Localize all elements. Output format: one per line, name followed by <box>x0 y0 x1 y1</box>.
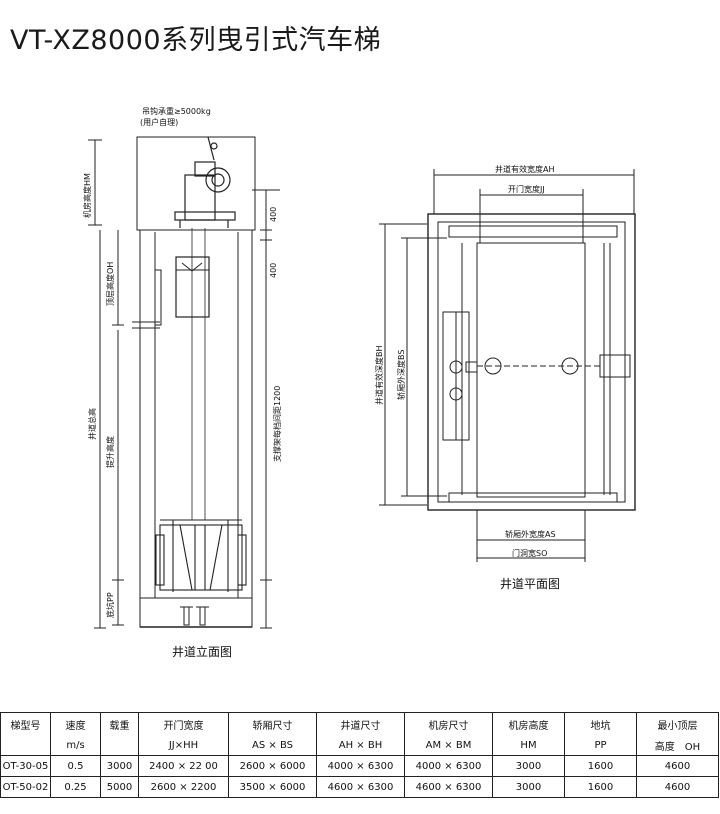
subheader-cell: HM <box>492 735 565 756</box>
plan-hoistway-outer <box>427 213 636 511</box>
label-hoistway-depth: 井道有效深度BH <box>374 345 384 405</box>
header-cell: 梯型号 <box>0 712 51 735</box>
hook-capacity-note: 吊钩承重≥5000kg <box>142 106 211 116</box>
table-cell: OT-30-05 <box>0 755 51 777</box>
subheader-cell: AM × BM <box>404 735 493 756</box>
spec-table: 梯型号 速度 载重 开门宽度 轿厢尺寸 井道尺寸 机房尺寸 机房高度 地坑 最小… <box>0 712 719 798</box>
subheader-cell <box>100 735 139 756</box>
table-cell: 4600 <box>636 776 719 798</box>
subheader-cell: AH × BH <box>316 735 405 756</box>
table-cell: 4600 <box>636 755 719 777</box>
subheader-cell: JJ×HH <box>138 735 229 756</box>
table-cell: 4600 × 6300 <box>316 776 405 798</box>
table-header-row: 梯型号 速度 载重 开门宽度 轿厢尺寸 井道尺寸 机房尺寸 机房高度 地坑 最小… <box>0 712 719 735</box>
table-cell: 4600 × 6300 <box>404 776 493 798</box>
page-title: VT-XZ8000系列曳引式汽车梯 <box>10 25 382 56</box>
table-cell: 3000 <box>492 755 565 777</box>
label-total-height: 井道总高 <box>87 408 97 440</box>
label-travel-height: 提升高度 <box>105 436 115 468</box>
machine-room <box>136 136 256 231</box>
label-pit-depth: 底坑PP <box>105 592 115 618</box>
table-cell: OT-50-02 <box>0 776 51 798</box>
table-cell: 5000 <box>100 776 139 798</box>
header-cell: 轿厢尺寸 <box>228 712 317 735</box>
table-cell: 2600 × 6000 <box>228 755 317 777</box>
label-dim-top: 400 <box>269 207 278 222</box>
table-cell: 2600 × 2200 <box>138 776 229 798</box>
table-row: OT-50-02 0.25 5000 2600 × 2200 3500 × 60… <box>0 776 719 798</box>
header-cell: 开门宽度 <box>138 712 229 735</box>
user-supplied-note: (用户自理) <box>140 117 178 127</box>
table-cell: 1600 <box>564 755 637 777</box>
elevation-labels: 吊钩承重≥5000kg (用户自理) 机房高度HM 顶层高度OH 井道总高 提升… <box>82 106 282 659</box>
plan-caption: 井道平面图 <box>500 577 560 591</box>
elevator-car <box>155 519 247 592</box>
label-bracket-spacing: 支撑架每档间距1200 <box>272 386 282 462</box>
label-door-width: 开门宽度JJ <box>508 184 545 194</box>
table-cell: 4000 × 6300 <box>316 755 405 777</box>
header-cell: 机房尺寸 <box>404 712 493 735</box>
elevation-caption: 井道立面图 <box>172 644 232 659</box>
label-overhead-height: 顶层高度OH <box>105 262 115 306</box>
label-dim-second: 400 <box>269 263 278 278</box>
table-cell: 0.25 <box>50 776 101 798</box>
subheader-cell: PP <box>564 735 637 756</box>
plan-labels: 井道有效宽度AH 开门宽度JJ 井道有效深度BH 轿厢外深度BS 轿厢外宽度AS… <box>374 164 560 591</box>
hoistway <box>139 229 253 628</box>
label-car-depth: 轿厢外深度BS <box>396 350 406 400</box>
elevator-diagram: 吊钩承重≥5000kg (用户自理) 机房高度HM 顶层高度OH 井道总高 提升… <box>82 106 636 659</box>
table-cell: 1600 <box>564 776 637 798</box>
elevation-view <box>88 136 280 629</box>
table-row: OT-30-05 0.5 3000 2400 × 22 00 2600 × 60… <box>0 755 719 777</box>
table-cell: 2400 × 22 00 <box>138 755 229 777</box>
plan-view <box>379 169 636 562</box>
counterweight <box>175 256 210 318</box>
label-car-width: 轿厢外宽度AS <box>505 529 556 539</box>
table-cell: 0.5 <box>50 755 101 777</box>
header-cell: 载重 <box>100 712 139 735</box>
header-cell: 速度 <box>50 712 101 735</box>
plan-car <box>476 242 586 498</box>
label-hoistway-width: 井道有效宽度AH <box>495 164 555 174</box>
table-cell: 3500 × 6000 <box>228 776 317 798</box>
label-machine-room-height: 机房高度HM <box>82 173 92 218</box>
subheader-cell <box>0 735 51 756</box>
subheader-cell: AS × BS <box>228 735 317 756</box>
traction-machine <box>174 136 236 228</box>
header-cell: 机房高度 <box>492 712 565 735</box>
table-cell: 3000 <box>492 776 565 798</box>
header-cell: 最小顶层 <box>636 712 719 735</box>
subheader-cell: 高度 OH <box>636 735 719 756</box>
subheader-cell: m/s <box>50 735 101 756</box>
label-door-opening: 门洞宽SO <box>512 548 547 558</box>
table-subheader-row: m/s JJ×HH AS × BS AH × BH AM × BM HM PP … <box>0 735 719 756</box>
table-cell: 4000 × 6300 <box>404 755 493 777</box>
header-cell: 地坑 <box>564 712 637 735</box>
table-cell: 3000 <box>100 755 139 777</box>
header-cell: 井道尺寸 <box>316 712 405 735</box>
pit-buffers <box>180 606 209 626</box>
